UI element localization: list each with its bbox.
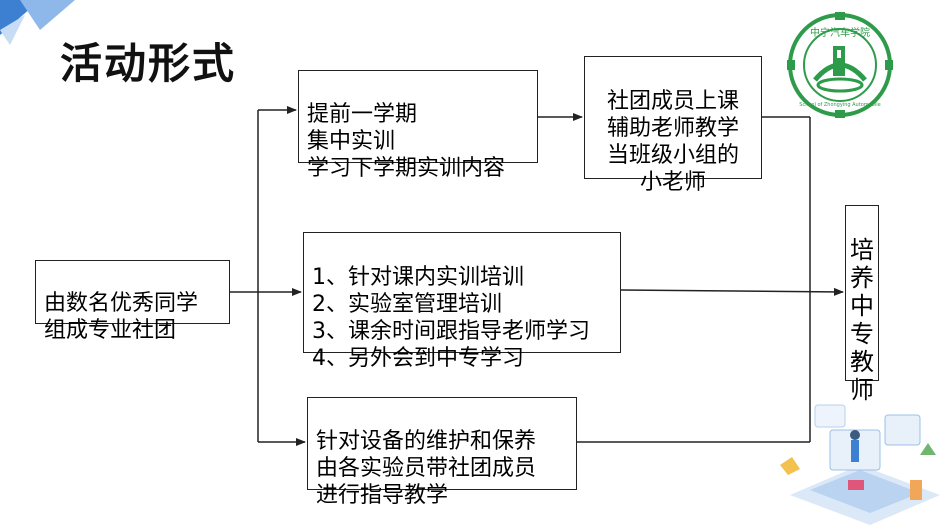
source-text: 由数名优秀同学 组成专业社团 bbox=[44, 291, 199, 343]
corner-decoration bbox=[0, 0, 75, 45]
middle-box: 1、针对课内实训培训 2、实验室管理培训 3、课余时间跟指导老师学习 4、另外会… bbox=[303, 232, 621, 371]
result-box: 培 养 中 专 教 师 bbox=[845, 205, 879, 404]
arrow-to-result bbox=[620, 287, 844, 296]
bottom-box-text: 针对设备的维护和保养 由各实验员带社团成员 进行指导教学 bbox=[316, 429, 537, 508]
source-box: 由数名优秀同学 组成专业社团 bbox=[35, 260, 230, 343]
study-illustration bbox=[780, 404, 940, 525]
page-title: 活动形式 bbox=[60, 39, 237, 88]
school-logo: 中宁汽车学院 School of Zhongying Automobile bbox=[787, 12, 893, 118]
middle-box-text: 1、针对课内实训培训 2、实验室管理培训 3、课余时间跟指导老师学习 4、另外会… bbox=[312, 265, 590, 371]
top-box-text: 提前一学期 集中实训 学习下学期实训内容 bbox=[307, 102, 506, 181]
top-right-box-text: 社团成员上课 辅助老师教学 当班级小组的 小老师 bbox=[606, 89, 739, 195]
bottom-box: 针对设备的维护和保养 由各实验员带社团成员 进行指导教学 bbox=[307, 397, 577, 508]
logo-ring-text: School of Zhongying Automobile bbox=[799, 102, 880, 108]
logo-arc-text: 中宁汽车学院 bbox=[810, 26, 870, 39]
result-box-text: 培 养 中 专 教 师 bbox=[850, 236, 874, 404]
top-right-box: 社团成员上课 辅助老师教学 当班级小组的 小老师 bbox=[584, 56, 762, 195]
top-box: 提前一学期 集中实训 学习下学期实训内容 bbox=[298, 70, 538, 181]
